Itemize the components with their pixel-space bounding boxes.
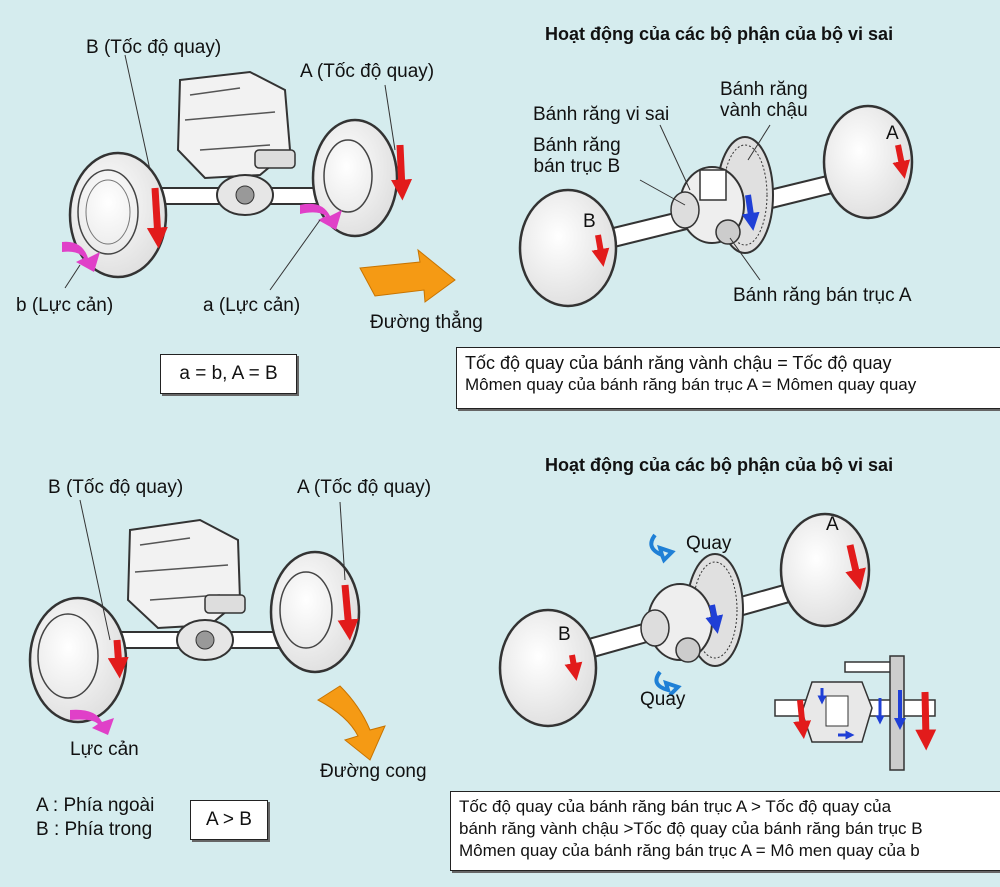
straight-road-label: Đường thẳng	[370, 312, 483, 333]
bottom-note-line-2: bánh răng vành chậu >Tốc độ quay của bán…	[459, 819, 923, 838]
rotate-top-label: Quay	[686, 533, 732, 554]
comparison-text: A > B	[206, 809, 252, 830]
legend-a-label: A : Phía ngoài	[36, 795, 155, 816]
top-wheel-a-marker: A	[886, 123, 899, 144]
resist-b-arrow	[62, 241, 100, 272]
legend-b-label: B : Phía trong	[36, 819, 153, 840]
rotate-bottom-label: Quay	[640, 689, 686, 710]
ring-gear-arrow	[741, 194, 760, 231]
wheel-b-speed-arrow-right	[591, 234, 610, 267]
bottom-note-box: Tốc độ quay của bánh răng bán trục A > T…	[450, 791, 1000, 871]
bottom-label-resist: Lực cản	[70, 739, 139, 760]
top-left-axle-assembly	[62, 54, 456, 303]
bottom-wheel-a-marker: A	[826, 514, 839, 535]
bottom-section-title: Hoạt động của các bộ phận của bộ vi sai	[545, 455, 894, 475]
side-gear-a-label: Bánh răng bán trục A	[733, 285, 912, 306]
wheel-b-speed-arrow	[146, 187, 168, 249]
bottom-left-axle-assembly	[28, 499, 386, 761]
equation-text: a = b, A = B	[179, 363, 278, 384]
top-section-title: Hoạt động của các bộ phận của bộ vi sai	[545, 24, 894, 44]
diff-pinion-label: Bánh răng vi sai	[533, 104, 670, 125]
bottom-note-line-1: Tốc độ quay của bánh răng bán trục A > T…	[459, 797, 892, 816]
top-note-box: Tốc độ quay của bánh răng vành chậu = Tố…	[456, 347, 1000, 409]
bottom-wheel-b-marker: B	[558, 624, 571, 645]
curve-road-label: Đường cong	[320, 761, 427, 782]
top-wheel-b-marker: B	[583, 211, 596, 232]
bottom-right-differential	[498, 512, 937, 771]
top-note-line-1: Tốc độ quay của bánh răng vành chậu = Tố…	[465, 353, 892, 373]
top-right-differential	[518, 104, 914, 308]
bottom-note-line-3: Mômen quay của bánh răng bán trục A = Mô…	[459, 841, 920, 860]
top-label-b-resist: b (Lực cản)	[16, 295, 114, 316]
resist-a-arrow	[300, 203, 342, 230]
differential-cross-section	[774, 655, 937, 771]
top-label-a-resist: a (Lực cản)	[203, 295, 301, 316]
straight-direction-arrow	[359, 248, 456, 303]
top-label-b-speed: B (Tốc độ quay)	[86, 37, 222, 58]
bottom-label-a-speed: A (Tốc độ quay)	[297, 477, 432, 498]
comparison-box: A > B	[190, 800, 268, 840]
top-note-line-2: Mômen quay của bánh răng bán trục A = Mô…	[465, 375, 917, 394]
equation-box: a = b, A = B	[160, 354, 297, 394]
wheel-a-speed-arrow	[391, 144, 413, 201]
side-gear-b-label: Bánh răng bán trục B	[533, 135, 621, 177]
wheel-a-speed-arrow-right	[892, 144, 911, 179]
bottom-label-b-speed: B (Tốc độ quay)	[48, 477, 184, 498]
top-label-a-speed: A (Tốc độ quay)	[300, 61, 435, 82]
ring-gear-label: Bánh răng vành chậu	[720, 79, 808, 121]
curve-direction-arrow	[317, 685, 386, 761]
